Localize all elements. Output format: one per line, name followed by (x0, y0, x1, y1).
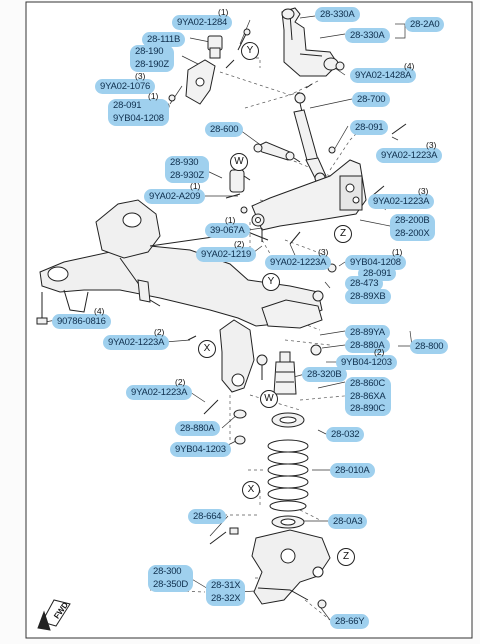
zone-marker-z: Z (337, 548, 355, 566)
callout-9YA02-1076[interactable]: 9YA02-1076 (95, 79, 156, 94)
callout-28-330A-top[interactable]: 28-330A (315, 7, 360, 22)
callout-9YB04-1203-left[interactable]: 9YB04-1203 (170, 442, 231, 457)
callout-28-89XB[interactable]: 28-89XB (345, 289, 391, 304)
callout-28-600[interactable]: 28-600 (205, 122, 244, 137)
quantity-count: (4) (404, 61, 415, 71)
callout-28-111B[interactable]: 28-111B (142, 32, 186, 47)
coil-spring (267, 412, 309, 529)
quantity-count: (1) (148, 91, 159, 101)
callout-28-473[interactable]: 28-473 (345, 276, 384, 291)
callout-9YA02-1223A-left[interactable]: 9YA02-1223A (103, 335, 170, 350)
zone-marker-y: Y (262, 273, 280, 291)
forward-arrow (37, 599, 71, 631)
callout-9YA02-A209[interactable]: 9YA02-A209 (144, 189, 206, 204)
callout-9YA02-1284[interactable]: 9YA02-1284 (172, 15, 233, 30)
callout-28-300[interactable]: 28-300 28-350D (148, 565, 194, 592)
quantity-count: (2) (154, 327, 165, 337)
zone-marker-y: Y (241, 42, 259, 60)
lower-control-arm (209, 527, 331, 609)
bump-stopper (273, 351, 297, 395)
quantity-count: (1) (392, 247, 403, 257)
quantity-count: (3) (135, 71, 146, 81)
callout-28-930[interactable]: 28-930 28-930Z (165, 156, 209, 183)
callout-28-800[interactable]: 28-800 (410, 339, 449, 354)
callout-9YA02-1223A-c[interactable]: 9YA02-1223A (265, 255, 332, 270)
callout-28-032[interactable]: 28-032 (326, 427, 365, 442)
callout-28-330A[interactable]: 28-330A (345, 28, 390, 43)
callout-39-067A[interactable]: 39-067A (205, 223, 250, 238)
quantity-count: (2) (374, 347, 385, 357)
upper-bracket-parts (162, 28, 251, 110)
trailing-arm (240, 159, 385, 245)
callout-9YA02-1223A-mid[interactable]: 9YA02-1223A (368, 194, 435, 209)
callout-28-31X[interactable]: 28-31X 28-32X (206, 579, 246, 606)
callout-28-010A[interactable]: 28-010A (330, 463, 375, 478)
callout-9YA02-1219[interactable]: 9YA02-1219 (196, 247, 257, 262)
callout-28-091-left[interactable]: 28-091 9YB04-1208 (108, 99, 169, 126)
zone-marker-w: W (260, 390, 278, 408)
callout-28-880A-left[interactable]: 28-880A (175, 421, 220, 436)
callout-28-880A-right[interactable]: 28-880A (345, 338, 390, 353)
zone-marker-w: W (230, 153, 248, 171)
quantity-count: (3) (426, 140, 437, 150)
callout-28-700[interactable]: 28-700 (352, 92, 391, 107)
callout-28-200B[interactable]: 28-200B 28-200X (390, 214, 435, 241)
upper-control-arm (281, 7, 345, 77)
lateral-link (253, 123, 407, 163)
quantity-count: (1) (190, 181, 201, 191)
callout-9YA02-1428A[interactable]: 9YA02-1428A (350, 68, 417, 83)
callout-90786-0816[interactable]: 90786-0816 (52, 314, 111, 329)
callout-28-0A3[interactable]: 28-0A3 (328, 514, 368, 529)
lower-bolts-washers (203, 399, 247, 445)
quantity-count: (1) (225, 215, 236, 225)
quantity-count: (3) (318, 247, 329, 257)
callout-28-091-right[interactable]: 28-091 (350, 120, 389, 135)
zone-marker-x: X (198, 340, 216, 358)
callout-28-320B[interactable]: 28-320B (302, 367, 347, 382)
callout-28-66Y[interactable]: 28-66Y (330, 614, 370, 629)
zone-marker-x: X (242, 481, 260, 499)
quantity-count: (2) (175, 377, 186, 387)
callout-9YB04-1203-right[interactable]: 9YB04-1203 (336, 355, 397, 370)
zone-marker-z: Z (334, 225, 352, 243)
quantity-count: (1) (218, 7, 229, 17)
callout-28-89YA[interactable]: 28-89YA (345, 325, 390, 340)
callout-9YA02-1223A-low[interactable]: 9YA02-1223A (126, 385, 193, 400)
quantity-count: (2) (234, 239, 245, 249)
callout-28-664[interactable]: 28-664 (188, 509, 227, 524)
rear-crossmember (36, 199, 323, 393)
quantity-count: (3) (418, 186, 429, 196)
quantity-count: (4) (94, 306, 105, 316)
callout-28-2A0[interactable]: 28-2A0 (405, 17, 445, 32)
callout-28-860C-group[interactable]: 28-860C 28-86XA 28-890C (345, 377, 391, 416)
shock-absorber (293, 83, 327, 184)
callout-9YA02-1223A-top[interactable]: 9YA02-1223A (376, 148, 443, 163)
callout-28-190[interactable]: 28-190 28-190Z (130, 45, 174, 72)
